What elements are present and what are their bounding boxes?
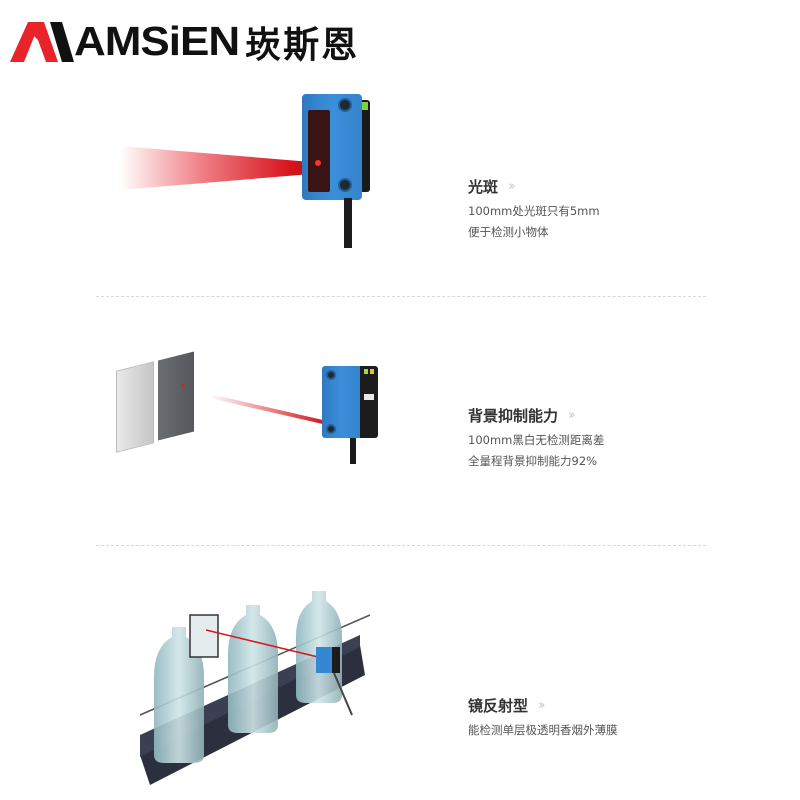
- double-chevron-right-icon: ››: [508, 179, 516, 194]
- feature-line: 100mm黑白无检测距离差: [468, 433, 605, 447]
- sensor-cable: [344, 198, 352, 248]
- section-spot-illustration: [110, 80, 390, 260]
- feature-line: 便于检测小物体: [468, 225, 549, 239]
- logo-text: AMSiEN: [74, 19, 240, 65]
- logo-mark-icon: [10, 22, 74, 62]
- feature-title: 背景抑制能力 ››: [468, 405, 604, 426]
- white-target-plate: [116, 361, 154, 453]
- photoelectric-sensor: [302, 94, 370, 200]
- logo-chinese-name: 崁斯恩: [245, 25, 360, 66]
- laser-beam: [209, 394, 324, 425]
- feature-title-text: 镜反射型: [468, 697, 529, 715]
- feature-line: 全量程背景抑制能力92%: [468, 454, 598, 468]
- section-mirror-reflective-illustration: [139, 585, 380, 785]
- sensor-cable: [350, 438, 356, 464]
- sensor-lens: [308, 110, 330, 192]
- feature-title-text: 背景抑制能力: [468, 407, 559, 425]
- double-chevron-right-icon: ››: [568, 408, 576, 423]
- feature-title: 光斑 ››: [468, 176, 600, 197]
- feature-spot: 光斑 ›› 100mm处光斑只有5mm 便于检测小物体: [468, 176, 600, 239]
- feature-title: 镜反射型 ››: [468, 695, 618, 716]
- feature-title-text: 光斑: [468, 178, 499, 196]
- section-background-suppression-illustration: [100, 340, 400, 470]
- photoelectric-sensor: [322, 366, 378, 438]
- feature-line: 能检测单层极透明香烟外薄膜: [468, 723, 618, 737]
- feature-line: 100mm处光斑只有5mm: [468, 204, 600, 218]
- conveyor-bottles-scene: [139, 591, 371, 785]
- brand-logo: AMSiEN 崁斯恩: [10, 18, 359, 66]
- section-divider: [96, 545, 706, 546]
- feature-background-suppression: 背景抑制能力 ›› 100mm黑白无检测距离差 全量程背景抑制能力92%: [468, 405, 604, 468]
- section-divider: [96, 296, 706, 297]
- double-chevron-right-icon: ››: [538, 698, 546, 713]
- laser-beam: [120, 146, 320, 190]
- black-target-plate: [158, 351, 194, 441]
- feature-mirror-reflective: 镜反射型 ›› 能检测单层极透明香烟外薄膜: [468, 695, 618, 737]
